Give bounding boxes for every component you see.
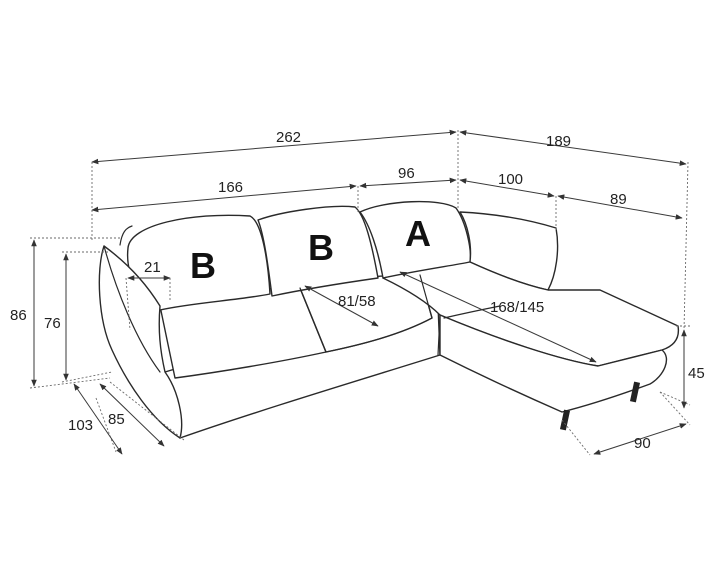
dim-line-seat-depth (304, 285, 379, 327)
dim-line-middle-section (359, 177, 457, 189)
dimension-labels: 262 189 166 96 100 89 21 81/58 168/145 8… (10, 129, 705, 452)
dimension-lines (31, 129, 687, 455)
dim-chaise-width: 89 (610, 191, 627, 208)
dim-line-depth-seat (99, 383, 165, 447)
dim-total-width: 262 (276, 129, 301, 146)
dim-line-total-depth (459, 130, 687, 166)
dim-line-back-section (91, 183, 357, 213)
dim-line-total-width (91, 129, 457, 165)
dim-chaise-front: 90 (634, 435, 651, 452)
dim-seat-depth: 81/58 (338, 293, 376, 310)
dim-line-chaise-width (557, 194, 683, 220)
dim-total-depth: 189 (546, 133, 571, 150)
sofa-outline (98, 200, 680, 439)
dim-chaise-height: 45 (688, 365, 705, 382)
dim-depth-total: 103 (68, 417, 93, 434)
leg-front (559, 409, 571, 431)
seat-label-middle: B (308, 227, 334, 268)
dim-chaise-depth: 168/145 (490, 299, 544, 316)
dim-line-chaise-back (459, 178, 555, 198)
dim-armrest: 21 (144, 259, 161, 276)
dim-height-back: 76 (44, 315, 61, 332)
seat-label-right: A (405, 213, 431, 254)
dim-back-section: 166 (218, 179, 243, 196)
dim-line-chaise-front (593, 423, 687, 455)
leg-back (629, 381, 641, 403)
dim-height-total: 86 (10, 307, 27, 324)
dim-line-chaise-depth (399, 271, 597, 363)
seat-label-left: B (190, 245, 216, 286)
dim-depth-seat: 85 (108, 411, 125, 428)
dim-middle-section: 96 (398, 165, 415, 182)
dim-chaise-back: 100 (498, 171, 523, 188)
